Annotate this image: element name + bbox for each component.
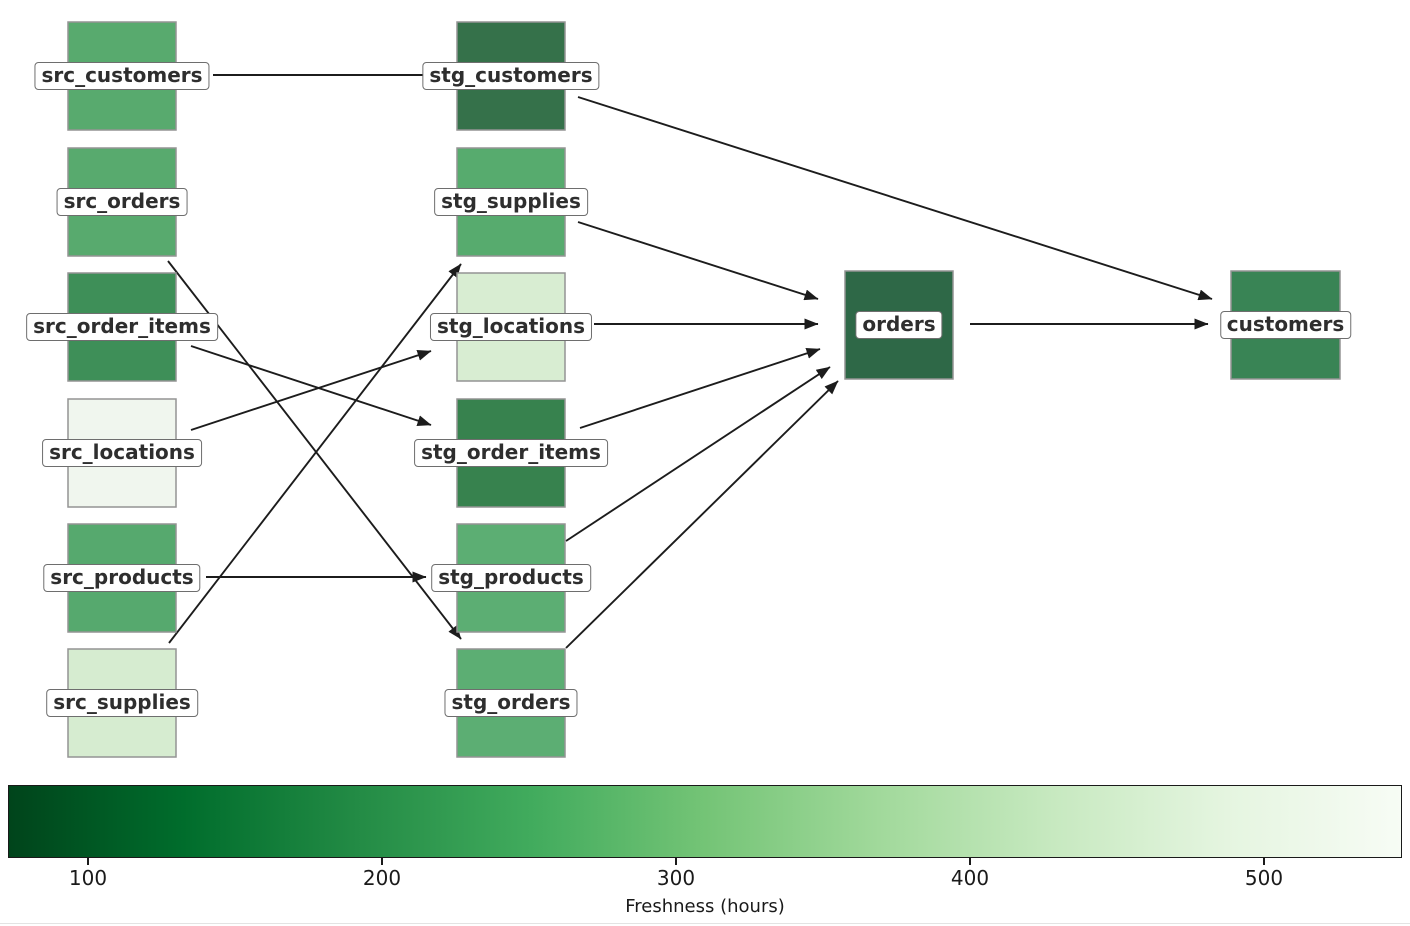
node-label-stg_customers: stg_customers xyxy=(422,62,600,90)
node-label-src_orders: src_orders xyxy=(56,188,188,216)
node-label-customers: customers xyxy=(1219,311,1352,339)
edge-src_supplies-to-stg_supplies xyxy=(168,263,462,644)
edge-stg_orders-to-orders xyxy=(565,380,839,649)
node-label-src_locations: src_locations xyxy=(42,439,202,467)
node-label-stg_locations: stg_locations xyxy=(429,313,593,341)
edge-stg_supplies-to-orders xyxy=(577,221,819,301)
figure-bottom-edge xyxy=(0,923,1410,924)
node-label-stg_products: stg_products xyxy=(431,564,591,592)
node-label-stg_supplies: stg_supplies xyxy=(434,188,588,216)
node-label-stg_order_items: stg_order_items xyxy=(414,439,608,467)
node-label-src_supplies: src_supplies xyxy=(46,689,198,717)
node-label-src_products: src_products xyxy=(43,564,201,592)
edge-stg_order_items-to-orders xyxy=(579,347,821,429)
node-label-stg_orders: stg_orders xyxy=(444,689,578,717)
node-label-orders: orders xyxy=(855,311,943,339)
edge-src_order_items-to-stg_order_items xyxy=(190,345,432,427)
node-label-src_order_items: src_order_items xyxy=(26,313,218,341)
edge-src_locations-to-stg_locations xyxy=(190,349,432,431)
edge-stg_products-to-orders xyxy=(565,366,831,542)
node-label-src_customers: src_customers xyxy=(34,62,210,90)
edge-stg_customers-to-customers xyxy=(577,96,1213,301)
